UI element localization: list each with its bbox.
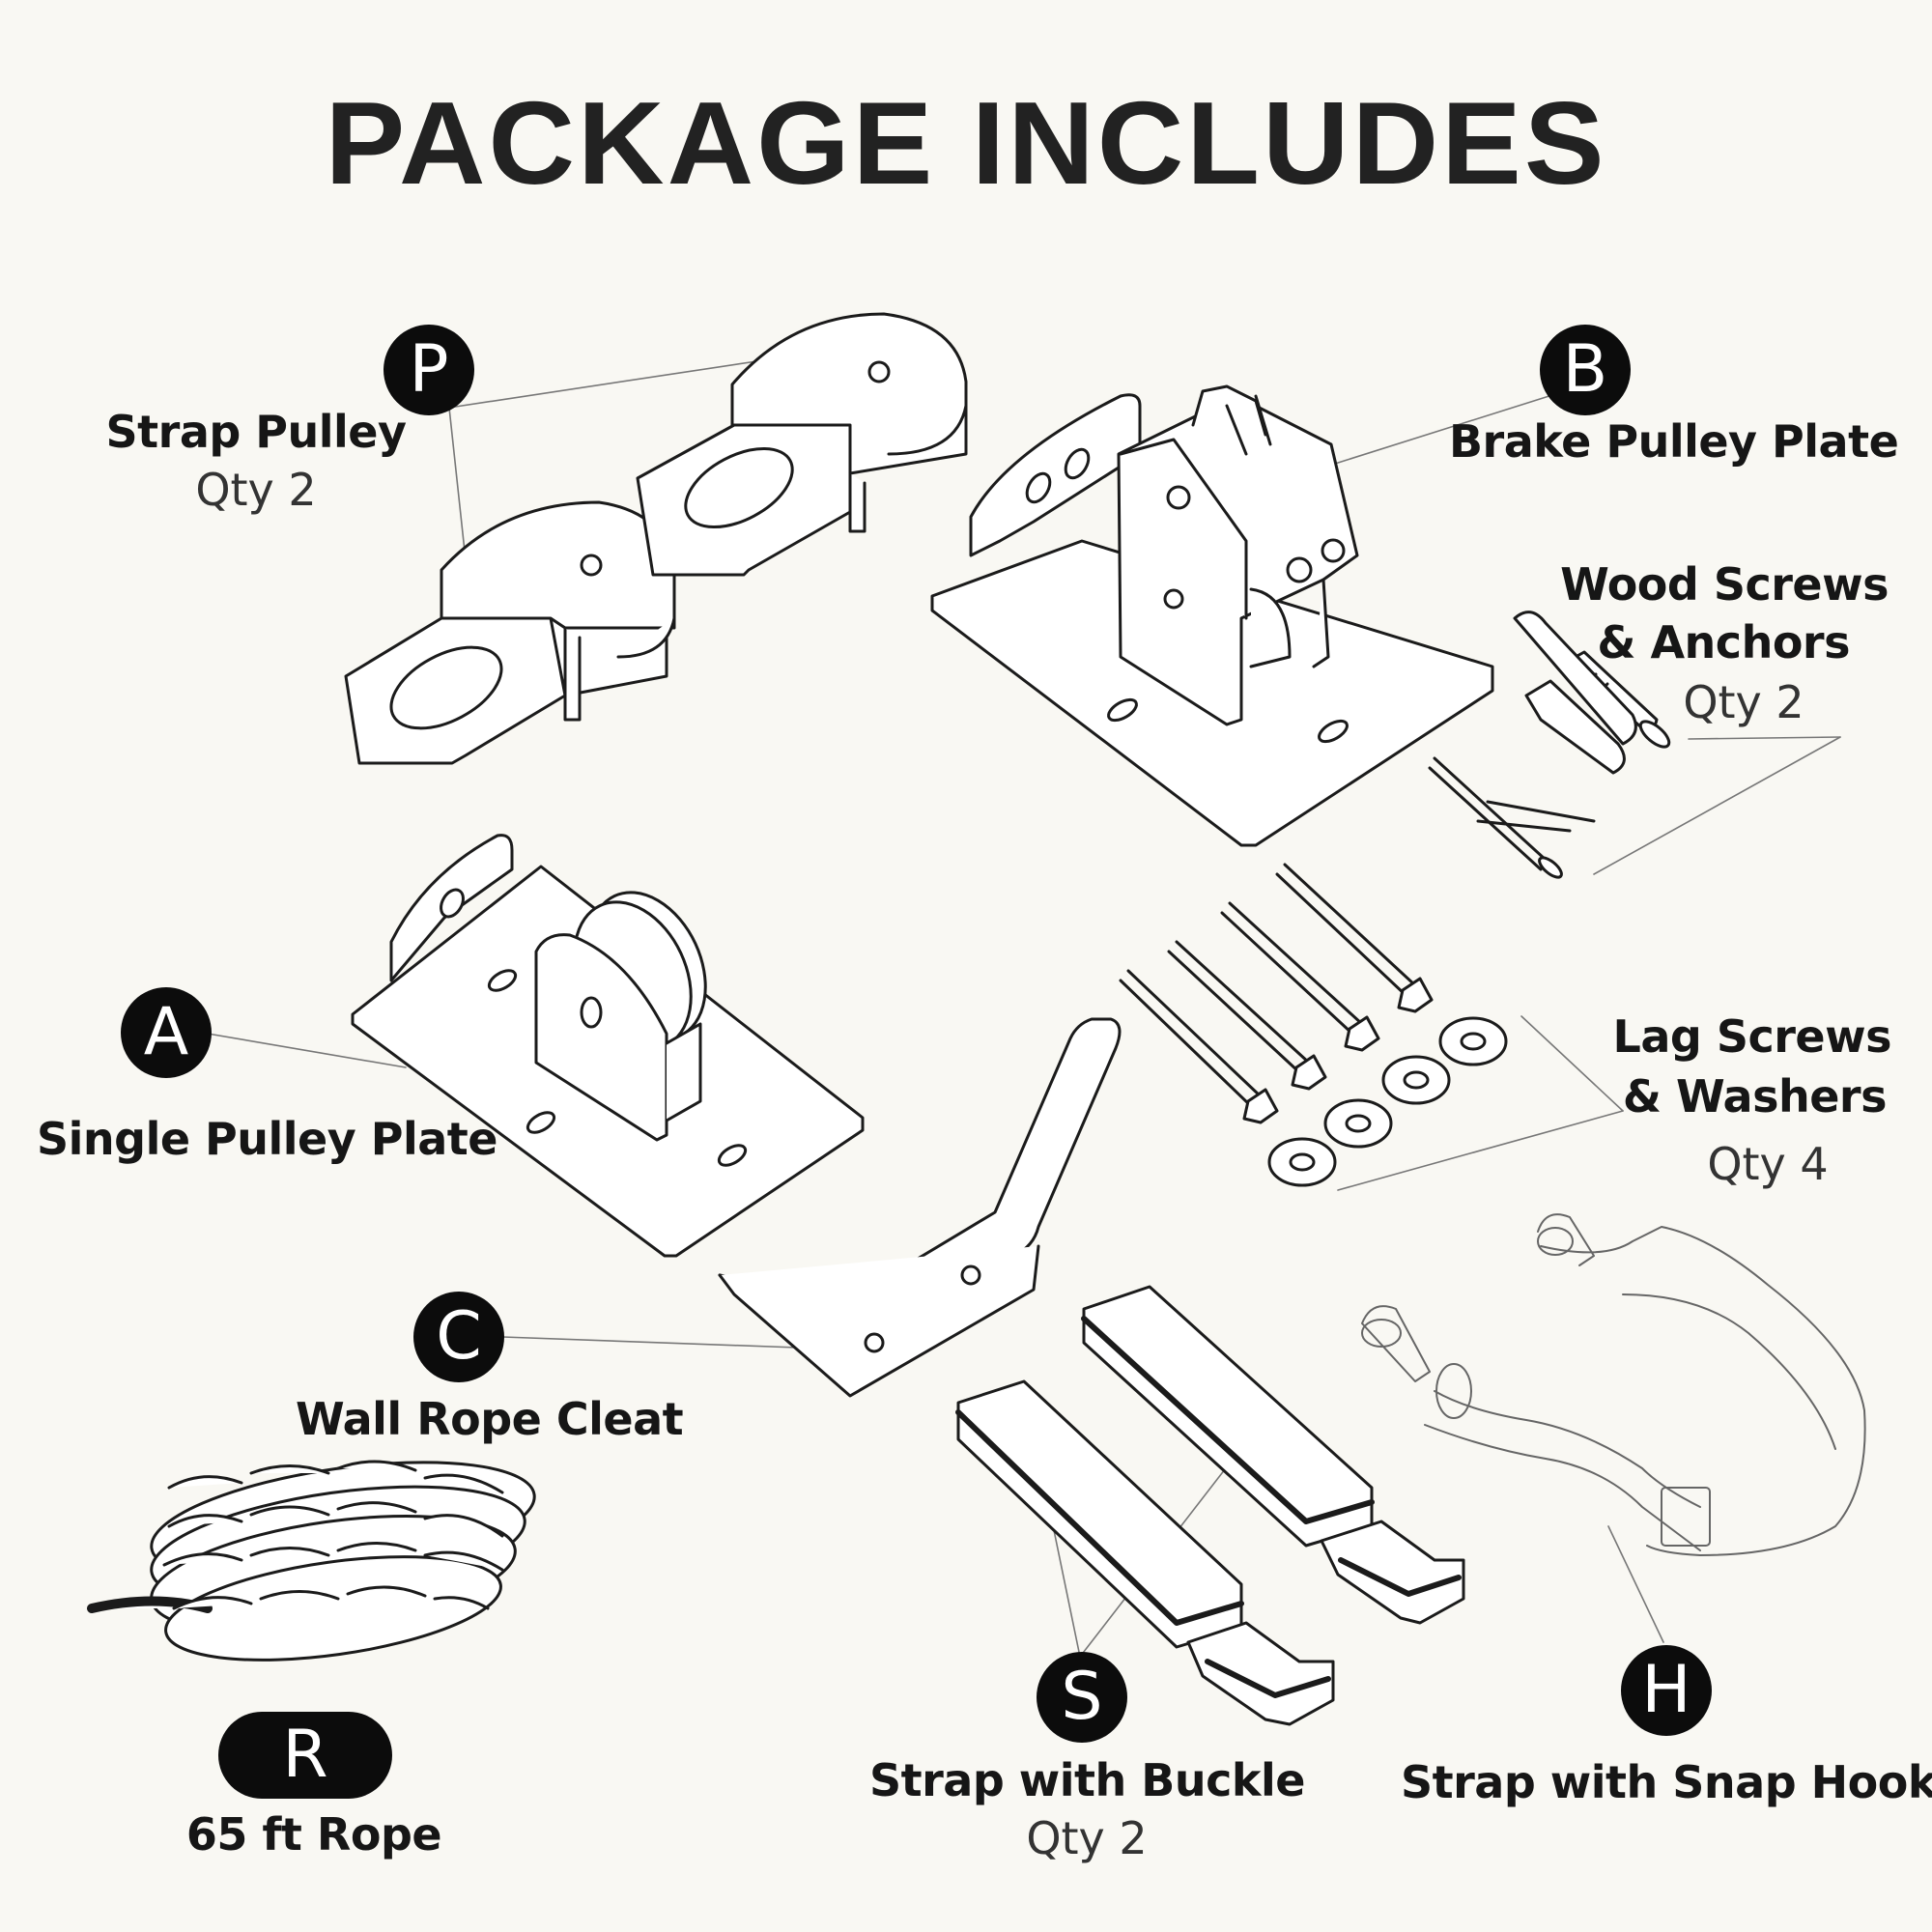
strap-pulley-front-drawing	[344, 500, 676, 765]
brake-plate-drawing	[930, 384, 1494, 847]
single-plate-drawing	[351, 834, 865, 1258]
strap-hook-drawing	[1361, 1213, 1866, 1556]
wood-screws-label-line2: & Anchors	[1597, 616, 1850, 668]
badge-a: A	[121, 987, 212, 1078]
single-plate-label: Single Pulley Plate	[37, 1113, 497, 1165]
wood-screws-drawing	[1513, 611, 1671, 749]
wall-cleat-drawing	[718, 1017, 1122, 1398]
brake-plate-label: Brake Pulley Plate	[1449, 415, 1899, 468]
strap-buckle-label: Strap with Buckle	[869, 1754, 1305, 1806]
strap-pulley-back-drawing	[636, 312, 968, 577]
badge-s: S	[1037, 1652, 1127, 1743]
strap-hook-label: Strap with Snap Hook	[1401, 1756, 1932, 1808]
anchors-drawing	[1428, 679, 1626, 879]
badge-r: R	[218, 1712, 392, 1799]
rope-drawing	[87, 1460, 536, 1662]
strap-pulley-label: Strap Pulley	[105, 406, 407, 458]
strap-buckle-qty: Qty 2	[1026, 1812, 1148, 1864]
page-title: PACKAGE INCLUDES	[325, 78, 1607, 210]
badge-b: B	[1540, 325, 1631, 415]
washers-drawing	[1267, 1016, 1508, 1187]
lag-screws-qty: Qty 4	[1707, 1138, 1829, 1190]
badge-c: C	[413, 1292, 504, 1382]
wood-screws-label-line1: Wood Screws	[1560, 558, 1889, 611]
badge-p: P	[384, 325, 474, 415]
wood-screws-qty: Qty 2	[1683, 676, 1804, 728]
badge-h: H	[1621, 1645, 1712, 1736]
strap-buckle-drawing	[955, 1285, 1465, 1726]
strap-pulley-qty: Qty 2	[195, 464, 317, 516]
lag-screws-label-line2: & Washers	[1622, 1070, 1888, 1122]
rope-label: 65 ft Rope	[185, 1808, 442, 1861]
lag-screws-drawing	[1119, 863, 1434, 1124]
wall-cleat-label: Wall Rope Cleat	[296, 1393, 684, 1445]
lag-screws-label-line1: Lag Screws	[1612, 1010, 1892, 1063]
